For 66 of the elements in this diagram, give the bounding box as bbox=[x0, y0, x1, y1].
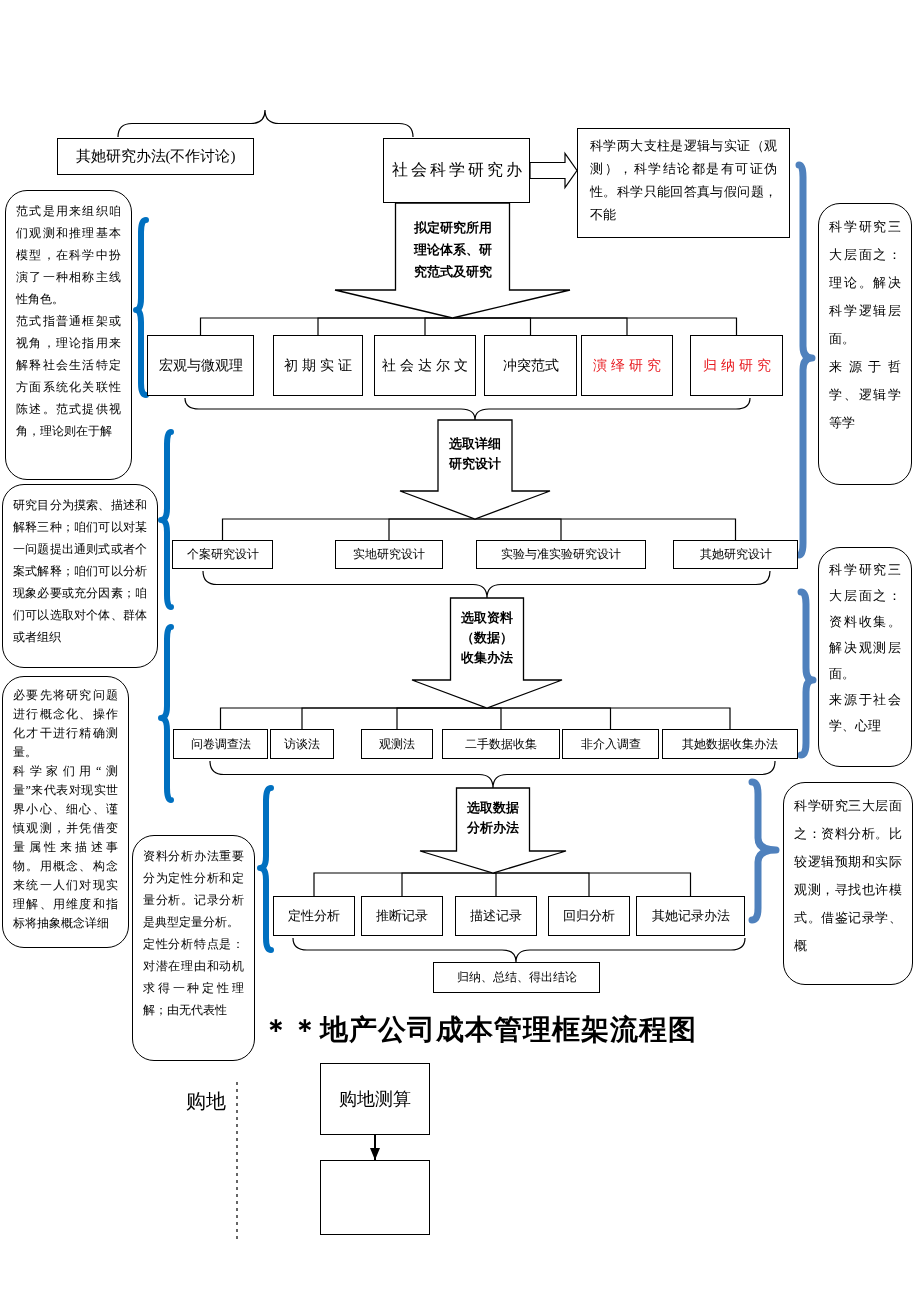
process-box: 冲突范式 bbox=[484, 335, 577, 396]
process-box: 实地研究设计 bbox=[335, 540, 443, 569]
callout-text: 科学家们用“测量”来代表对现实世界小心、细心、谨慎观测，并凭借变量属性来描述事物。用概念、构念来统一人们对现实理解、用维度和指标将抽象概念详细 bbox=[13, 763, 118, 932]
connector-line bbox=[451, 317, 738, 336]
process-box: 归纳、总结、得出结论 bbox=[433, 962, 600, 993]
process-box: 社会达尔文 bbox=[374, 335, 476, 396]
process-box: 问卷调查法 bbox=[173, 729, 268, 759]
callout-text: 资料分析办法重要分为定性分析和定量分析。记录分析是典型定量分析。 bbox=[143, 848, 244, 931]
callout-text: 来源于哲学、逻辑学等学 bbox=[829, 358, 901, 432]
down-arrow bbox=[400, 420, 550, 519]
callout-text: 科学研究三大层面之：理论。解决科学逻辑层面。 bbox=[829, 218, 901, 348]
process-box: 初期实证 bbox=[273, 335, 363, 396]
process-box: 宏观与微观理 bbox=[147, 335, 254, 396]
process-box: 社会科学研究办 bbox=[383, 138, 530, 203]
connector-line bbox=[396, 707, 488, 730]
empty-box bbox=[320, 1160, 430, 1235]
process-box: 其她记录办法 bbox=[636, 896, 745, 936]
process-box: 归纳研究 bbox=[690, 335, 783, 396]
connector-line bbox=[401, 872, 494, 897]
process-box: 购地测算 bbox=[320, 1063, 430, 1135]
callout-text: 定性分析特点是：对潜在理由和动机求得一种定性理解；由无代表性 bbox=[143, 936, 244, 1019]
callout-text: 科学研究三大层面之：资料收集。解决观测层面。 bbox=[829, 561, 901, 683]
callout-box bbox=[5, 190, 132, 480]
process-box: 其她研究设计 bbox=[673, 540, 798, 569]
process-box: 观测法 bbox=[361, 729, 433, 759]
down-arrow bbox=[412, 598, 562, 708]
down-arrow bbox=[420, 788, 566, 873]
lane-label: 购地 bbox=[186, 1089, 226, 1114]
connector-line bbox=[474, 518, 737, 541]
connector-line bbox=[424, 317, 454, 336]
callout-text: 范式是用来组织咱们观测和推理基本模型，在科学中扮演了一种相称主线性角色。 bbox=[16, 203, 121, 308]
callout-box bbox=[783, 782, 913, 985]
callout-text: 来源于社会学、心理 bbox=[829, 691, 901, 735]
process-box: 个案研究设计 bbox=[172, 540, 273, 569]
callout-text: 科学研究三大层面之：资料分析。比较逻辑预期和实际观测，寻找也许模式。借鉴记录学、概 bbox=[794, 797, 902, 955]
process-box: 二手数据收集 bbox=[442, 729, 560, 759]
callout-box bbox=[132, 835, 255, 1061]
note-box: 科学两大支柱是逻辑与实证（观测），科学结论都是有可证伪性。科学只能回答真与假问题，不能 bbox=[577, 128, 790, 238]
arrow-label: 选取资料（数据）收集办法 bbox=[460, 609, 514, 667]
callout-box bbox=[818, 547, 912, 767]
process-box: 演绎研究 bbox=[581, 335, 673, 396]
callout-box bbox=[2, 676, 129, 948]
process-box: 描述记录 bbox=[455, 896, 537, 936]
process-box: 定性分析 bbox=[273, 896, 355, 936]
process-box: 推断记录 bbox=[361, 896, 443, 936]
connector-line bbox=[388, 518, 476, 541]
process-box: 其她研究办法(不作讨论) bbox=[57, 138, 254, 175]
callout-text: 范式指普通框架或视角，理论指用来解释社会生活特定方面系统化关联性陈述。范式提供视角，理论则在于解 bbox=[16, 313, 121, 440]
process-box: 访谈法 bbox=[270, 729, 334, 759]
connector-line bbox=[486, 707, 731, 730]
diagram-title: ＊＊地产公司成本管理框架流程图 bbox=[262, 1012, 697, 1048]
process-box: 其她数据收集办法 bbox=[662, 729, 798, 759]
connector-line bbox=[492, 872, 497, 897]
block-arrow bbox=[529, 151, 578, 190]
process-box: 回归分析 bbox=[548, 896, 630, 936]
arrow bbox=[370, 1134, 380, 1161]
arrow-label: 选取数据分析办法 bbox=[466, 799, 520, 837]
callout-box bbox=[818, 203, 912, 485]
arrow-label: 选取详细研究设计 bbox=[448, 435, 502, 473]
arrow-label: 拟定研究所用理论体系、研究范式及研究 bbox=[412, 219, 493, 281]
process-box: 非介入调查 bbox=[562, 729, 659, 759]
callout-box bbox=[2, 484, 158, 668]
process-box: 实验与准实验研究设计 bbox=[476, 540, 646, 569]
down-arrow bbox=[335, 203, 570, 318]
callout-text: 研究目分为摸索、描述和解释三种；咱们可以对某一问题提出通则式或者个案式解释；咱们可以分析现象必要或充分因素；咱们可以选取对个体、群体或者组织 bbox=[13, 497, 147, 646]
callout-text: 必要先将研究问题进行概念化、操作化才干进行精确测量。 bbox=[13, 687, 118, 761]
